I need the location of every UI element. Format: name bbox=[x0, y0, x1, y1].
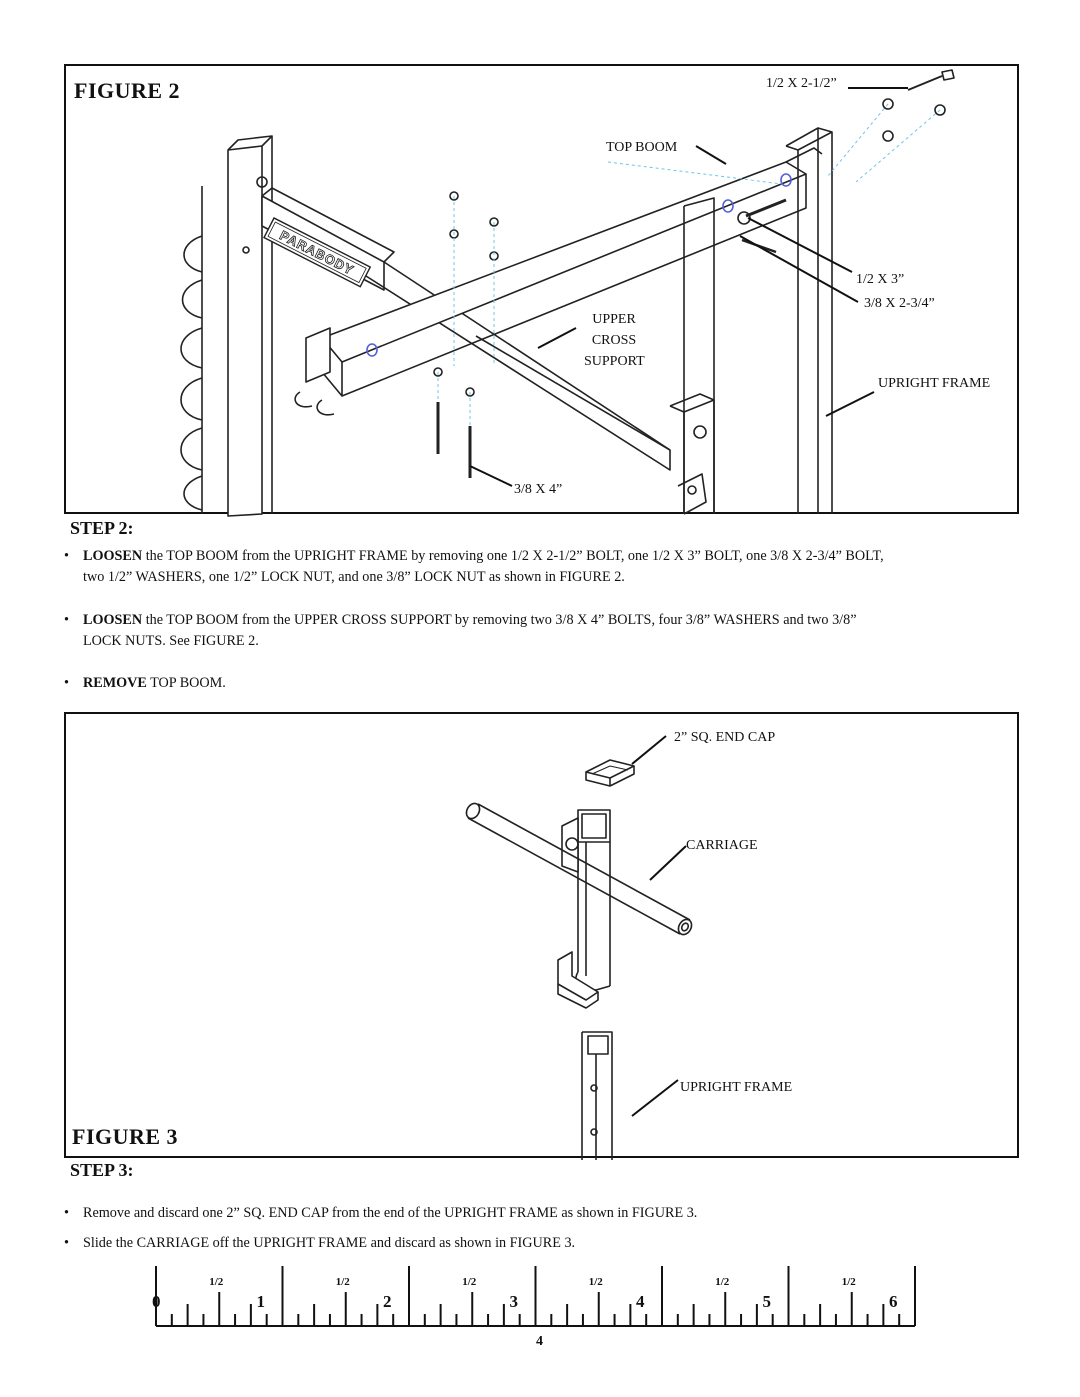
ruler-half-label: 1/2 bbox=[841, 1276, 856, 1288]
label-bolt-half-3: 1/2 X 3” bbox=[856, 272, 905, 287]
label-bolt-38-4: 3/8 X 4” bbox=[514, 482, 563, 497]
ruler-number: 4 bbox=[636, 1292, 645, 1311]
ruler-number: 0 bbox=[152, 1292, 161, 1311]
label-support: SUPPORT bbox=[584, 353, 645, 369]
ruler-half-label: 1/2 bbox=[335, 1276, 350, 1288]
bullet-text-cont: LOCK NUTS. See FIGURE 2. bbox=[83, 633, 259, 649]
page-number: 4 bbox=[536, 1334, 543, 1349]
bullet-dot: • bbox=[64, 1205, 69, 1221]
label-upper-cross-support: UPPER CROSS SUPPORT bbox=[584, 312, 645, 370]
ruler-number: 6 bbox=[889, 1292, 898, 1311]
bullet-dot: • bbox=[64, 675, 69, 691]
label-cross: CROSS bbox=[591, 332, 637, 348]
bullet-lead: REMOVE bbox=[83, 675, 147, 691]
figure-3-title: FIGURE 3 bbox=[72, 1124, 179, 1149]
ruler-half-label: 1/2 bbox=[462, 1276, 477, 1288]
figure-3-drawing bbox=[465, 735, 693, 1160]
bullet-text: TOP BOOM. bbox=[146, 675, 226, 691]
ruler-half-label: 1/2 bbox=[209, 1276, 224, 1288]
figure-2-panel: FIGURE 2 bbox=[64, 64, 1019, 517]
figure-3-panel: 2” SQ. END CAP CARRIAGE UPRIGHT FRAME FI… bbox=[64, 712, 1019, 1160]
ruler-half-label: 1/2 bbox=[588, 1276, 603, 1288]
label-upper: UPPER bbox=[592, 312, 636, 327]
ruler-half-label: 1/2 bbox=[715, 1276, 730, 1288]
ruler-number: 5 bbox=[762, 1292, 772, 1311]
label-top-boom: TOP BOOM bbox=[606, 140, 678, 155]
step-2-heading: STEP 2: bbox=[70, 518, 134, 538]
ruler-number: 1 bbox=[256, 1292, 266, 1311]
label-end-cap: 2” SQ. END CAP bbox=[674, 730, 776, 745]
step-2-bullet-1: • LOOSEN the TOP BOOM from the UPRIGHT F… bbox=[64, 546, 1033, 588]
bullet-dot: • bbox=[64, 548, 69, 564]
bullet-text-cont: two 1/2” WASHERS, one 1/2” LOCK NUT, and… bbox=[83, 569, 625, 585]
bullet-text: the TOP BOOM from the UPRIGHT FRAME by r… bbox=[142, 548, 884, 564]
label-bolt-38-2-34: 3/8 X 2-3/4” bbox=[864, 296, 935, 311]
bullet-dot: • bbox=[64, 612, 69, 628]
bullet-lead: LOOSEN bbox=[83, 548, 143, 564]
label-upright-frame-fig3: UPRIGHT FRAME bbox=[680, 1080, 793, 1095]
label-carriage: CARRIAGE bbox=[686, 838, 758, 853]
figure-2-drawing: PARABODY bbox=[180, 69, 955, 517]
bullet-text: Remove and discard one 2” SQ. END CAP fr… bbox=[83, 1205, 698, 1221]
step-3-bullet-1: • Remove and discard one 2” SQ. END CAP … bbox=[64, 1203, 1023, 1224]
bullet-text: the TOP BOOM from the UPPER CROSS SUPPOR… bbox=[142, 612, 857, 628]
bullet-text: Slide the CARRIAGE off the UPRIGHT FRAME… bbox=[83, 1235, 576, 1251]
step-2-bullet-3: • REMOVE TOP BOOM. bbox=[64, 673, 483, 694]
label-upright-frame-fig2: UPRIGHT FRAME bbox=[878, 376, 991, 391]
bullet-dot: • bbox=[64, 1235, 69, 1251]
step-3-heading: STEP 3: bbox=[70, 1160, 134, 1180]
step-3-bullet-2: • Slide the CARRIAGE off the UPRIGHT FRA… bbox=[64, 1233, 1023, 1254]
label-bolt-half-2half: 1/2 X 2-1/2” bbox=[766, 76, 837, 91]
step-2-bullet-2: • LOOSEN the TOP BOOM from the UPPER CRO… bbox=[64, 610, 1033, 652]
figure-2-title: FIGURE 2 bbox=[74, 78, 181, 103]
ruler-number: 2 bbox=[383, 1292, 392, 1311]
bullet-lead: LOOSEN bbox=[83, 612, 143, 628]
ruler-number: 3 bbox=[509, 1292, 519, 1311]
